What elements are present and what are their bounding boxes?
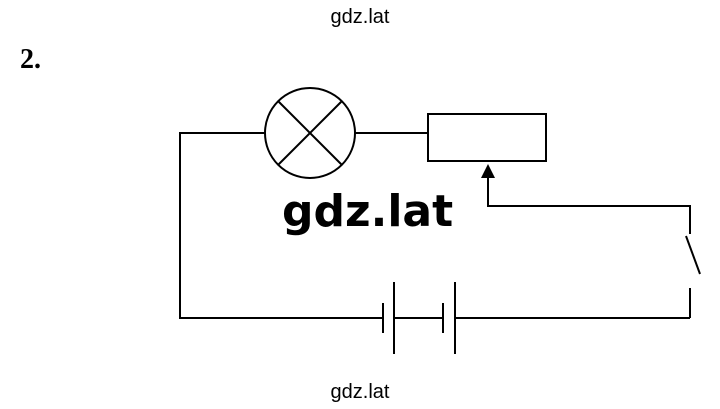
lamp-symbol <box>264 87 356 179</box>
watermark-top: gdz.lat <box>330 6 390 28</box>
task-number: 2. <box>20 44 41 75</box>
switch-symbol <box>685 216 701 318</box>
wire-left <box>179 132 383 319</box>
rheostat-symbol <box>427 113 547 162</box>
watermark-bottom: gdz.lat <box>330 381 390 403</box>
rheostat-slider-wire <box>487 176 691 216</box>
battery-symbol <box>382 282 456 354</box>
watermark-center: gdz.lat <box>282 186 454 237</box>
slider-arrow-icon <box>481 164 495 178</box>
